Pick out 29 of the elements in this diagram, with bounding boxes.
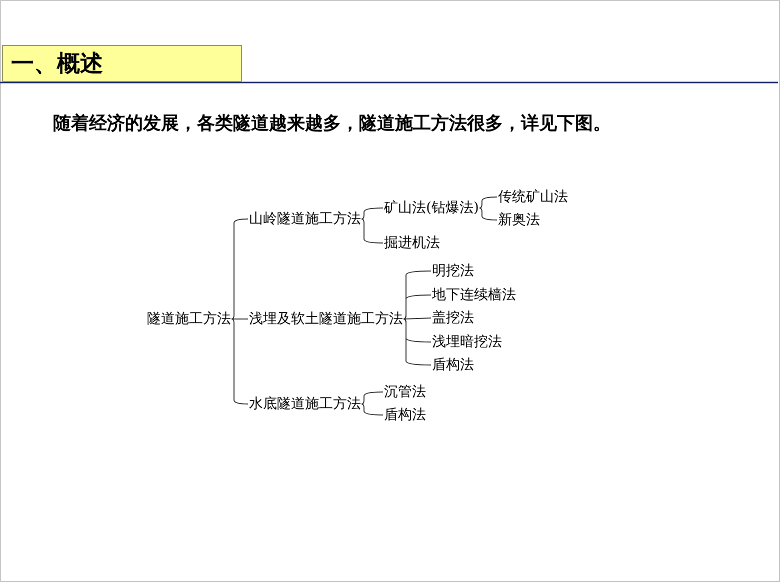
brace-connector	[231, 318, 248, 404]
tree-item: 盖挖法	[432, 309, 474, 327]
brace-connector	[361, 218, 384, 244]
tree-item: 浅埋暗挖法	[432, 333, 502, 351]
brace-connector	[478, 208, 498, 220]
brace-connector	[361, 208, 384, 220]
brace-connector	[361, 404, 384, 416]
brace-connector	[403, 294, 432, 320]
tree-item: 明挖法	[432, 262, 474, 280]
section-heading: 一、概述	[2, 45, 242, 82]
tree-item: 山岭隧道施工方法	[249, 210, 361, 228]
tree-item: 浅埋及软土隧道施工方法	[249, 310, 403, 328]
tree-item: 地下连续樯法	[432, 286, 516, 304]
brace-connector	[403, 318, 432, 366]
tree-item: 盾构法	[432, 356, 474, 374]
brace-connector	[404, 318, 432, 320]
tree-item: 矿山法(钻爆法)	[384, 199, 479, 217]
tree-item: 隧道施工方法	[147, 310, 231, 328]
tree-item: 新奥法	[498, 211, 540, 229]
tree-item: 盾构法	[384, 406, 426, 424]
tree-item: 传统矿山法	[498, 188, 568, 206]
brace-connector	[232, 318, 248, 320]
tree-item: 水底隧道施工方法	[249, 395, 361, 413]
tree-item: 掘进机法	[384, 234, 440, 252]
brace-connector	[361, 392, 384, 404]
tree-item: 沉管法	[384, 383, 426, 401]
brace-connector	[231, 218, 248, 320]
brace-connector	[478, 196, 498, 208]
intro-sentence: 随着经济的发展，各类隧道越来越多，隧道施工方法很多，详见下图。	[53, 112, 611, 135]
